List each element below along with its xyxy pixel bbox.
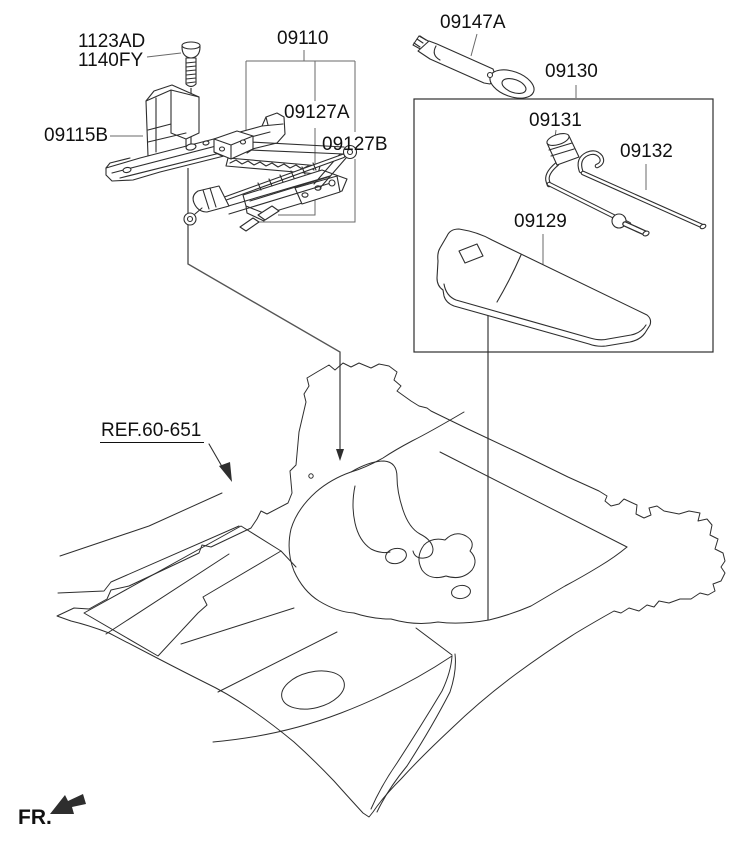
callout-wheel-nut-wrench[interactable]: 09131 <box>529 110 582 131</box>
callout-jack-label-b[interactable]: 09127B <box>322 134 388 155</box>
bolt-illustration <box>181 41 201 88</box>
callout-jack-assembly[interactable]: 09110 <box>277 28 329 49</box>
callout-jack-label-a[interactable]: 09127A <box>284 102 350 123</box>
tool-case-illustration <box>436 228 652 347</box>
jack-sticker-illustrations <box>239 205 280 232</box>
front-marker-label: FR. <box>18 806 52 829</box>
front-direction-arrow-icon <box>50 794 86 814</box>
towing-hook-illustration <box>412 35 535 99</box>
callout-towing-hook[interactable]: 09147A <box>440 12 506 33</box>
jack-handle-illustration <box>577 150 707 230</box>
callout-bolt-b[interactable]: 1140FY <box>78 50 144 71</box>
callout-tool-set-box[interactable]: 09130 <box>545 61 598 82</box>
scissor-jack-illustration <box>183 130 358 226</box>
tool-set-box-outline <box>413 98 714 353</box>
callout-tool-case[interactable]: 09129 <box>514 211 567 232</box>
floor-pan-illustration <box>56 362 726 818</box>
ref-arrow-icon <box>208 443 232 482</box>
callout-jack-handle[interactable]: 09132 <box>620 141 673 162</box>
jack-assembly-group-bracket <box>245 50 356 223</box>
callout-jack-bracket[interactable]: 09115B <box>44 125 109 146</box>
callout-bolt-a[interactable]: 1123AD <box>78 31 146 52</box>
ref-link[interactable]: REF.60-651 <box>100 421 205 443</box>
callout-leader-lines <box>110 33 647 266</box>
wheel-nut-wrench-illustration <box>545 133 650 237</box>
jack-bracket-illustration <box>105 84 286 182</box>
